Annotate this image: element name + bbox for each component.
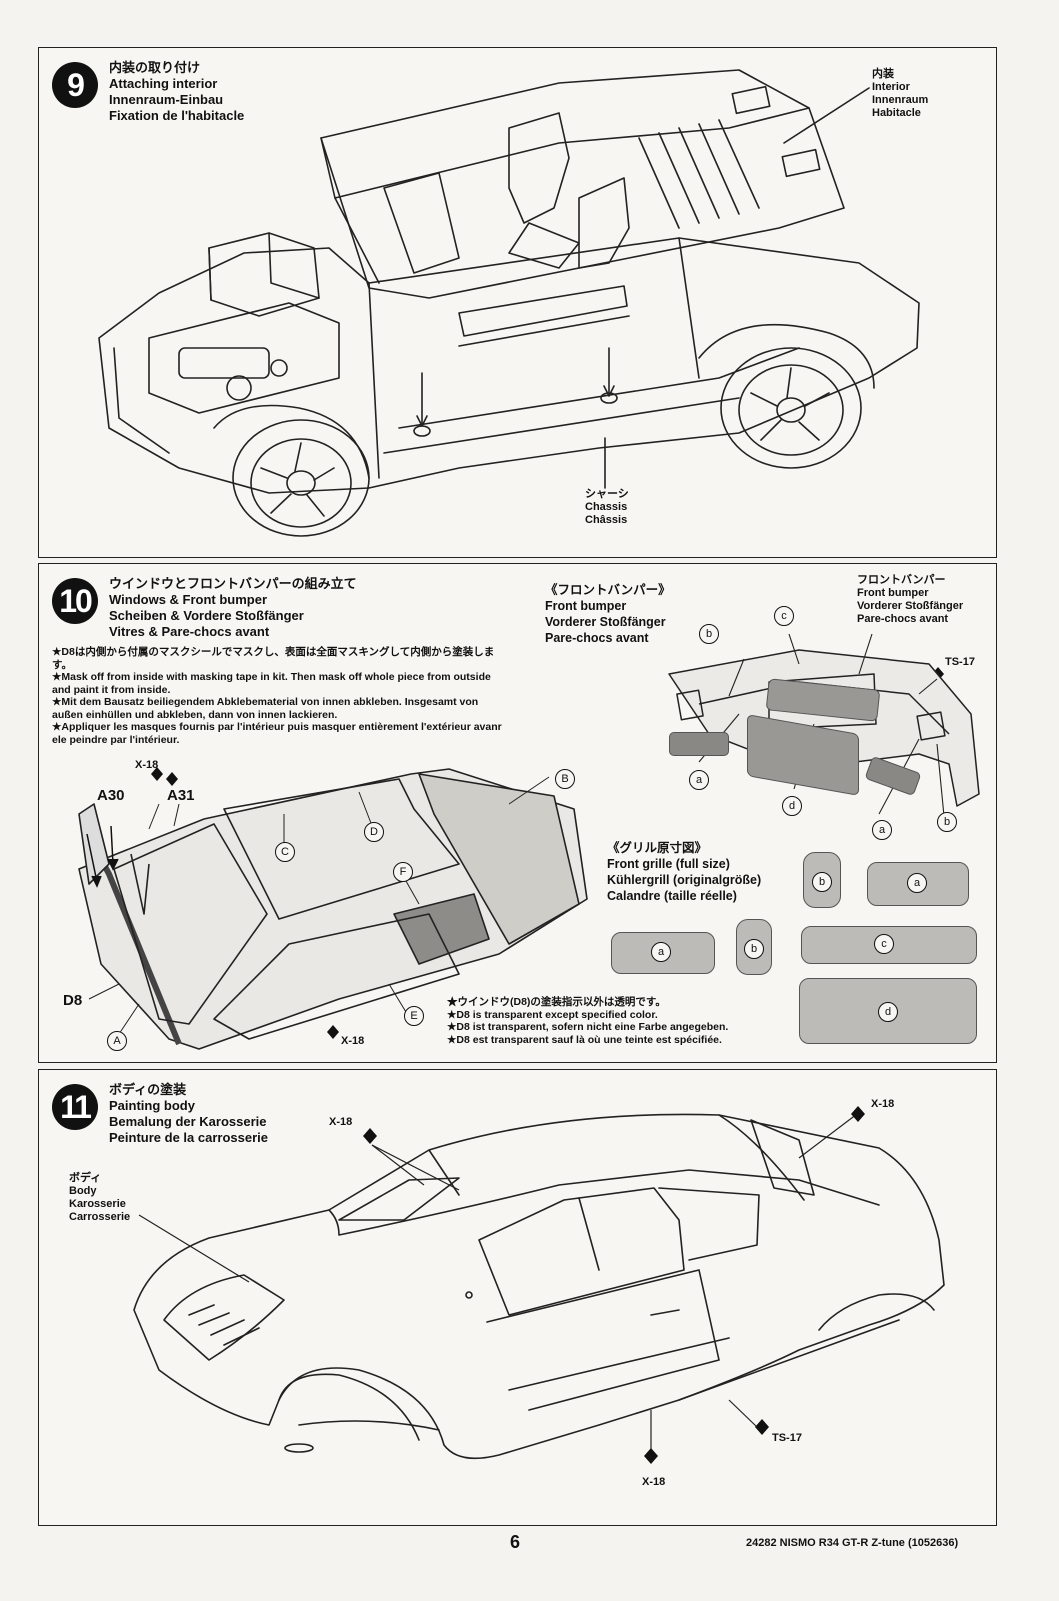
paint-x18-bottom-label: X-18: [341, 1035, 365, 1047]
mask-callout-b-right: b: [937, 812, 957, 832]
part-callout-f-window: F: [393, 862, 413, 882]
front-bumper-label: フロントバンパー Front bumper Vorderer Stoßfänge…: [857, 574, 964, 625]
grille-template-c-letter: c: [874, 934, 894, 954]
interior-label: 内装 Interior Innenraum Habitacle: [872, 68, 929, 119]
mask-callout-d-bumper: d: [782, 796, 802, 816]
bumper-mask-a-left: [669, 732, 729, 756]
mask-callout-a-right: a: [872, 820, 892, 840]
step-10-number: 10: [52, 578, 98, 624]
paint-x18-top-label: X-18: [135, 759, 159, 771]
product-code: 24282 NISMO R34 GT-R Z-tune (1052636): [746, 1537, 959, 1549]
mask-callout-a-left: a: [689, 770, 709, 790]
part-a31-label: A31: [167, 787, 195, 804]
grille-template-a-bottom-letter: a: [651, 942, 671, 962]
grille-template-a-top: [867, 862, 969, 906]
step-11-number: 11: [52, 1084, 98, 1130]
car-body-illustration: [133, 1106, 945, 1464]
step-9-number: 9: [52, 62, 98, 108]
grille-heading: 《グリル原寸図》 Front grille (full size) Kühler…: [607, 841, 762, 903]
window-transparency-note: ★ウインドウ(D8)の塗装指示以外は透明です。 ★D8 is transpare…: [447, 996, 729, 1046]
page-number: 6: [510, 1532, 521, 1552]
grille-template-b-top-letter: b: [812, 872, 832, 892]
step-11-panel: 11 ボディの塗装 Painting body Bemalung der Kar…: [38, 1069, 997, 1526]
grille-template-d-letter: d: [878, 1002, 898, 1022]
step-10-panel: 10 ウインドウとフロントバンパーの組み立て Windows & Front b…: [38, 563, 997, 1063]
chassis-interior-illustration: [98, 69, 920, 537]
part-callout-c-window: C: [275, 842, 295, 862]
masking-instructions: ★D8は内側から付属のマスクシールでマスクし、表面は全面マスキングして内側から塗…: [52, 646, 502, 746]
part-a30-label: A30: [97, 787, 125, 804]
chassis-label: シャーシ Chassis Châssis: [585, 488, 629, 526]
part-callout-e-window: E: [404, 1006, 424, 1026]
step-11-title: ボディの塗装 Painting body Bemalung der Kaross…: [109, 1082, 268, 1145]
paint-x18-roof-label: X-18: [871, 1098, 895, 1110]
part-callout-a-window: A: [107, 1031, 127, 1051]
mask-callout-b-top: b: [699, 624, 719, 644]
body-label: ボディ Body Karosserie Carrosserie: [69, 1172, 131, 1223]
paint-x18-bottom-label: X-18: [642, 1476, 666, 1488]
grille-template-a-top-letter: a: [907, 873, 927, 893]
part-d8-label: D8: [63, 992, 83, 1009]
step-9-panel: 9 内装の取り付け Attaching interior Innenraum-E…: [38, 47, 997, 558]
paint-x18-hood-label: X-18: [329, 1116, 353, 1128]
step-9-title: 内装の取り付け Attaching interior Innenraum-Ein…: [109, 60, 245, 123]
paint-ts17-bumper-label: TS-17: [945, 656, 975, 668]
part-callout-d-window: D: [364, 822, 384, 842]
grille-template-b-bottom-letter: b: [744, 939, 764, 959]
part-callout-b-window: B: [555, 769, 575, 789]
front-bumper-heading: 《フロントバンパー》 Front bumper Vorderer Stoßfän…: [545, 583, 671, 645]
step-10-title: ウインドウとフロントバンパーの組み立て Windows & Front bump…: [109, 576, 357, 639]
mask-callout-c-top: c: [774, 606, 794, 626]
paint-ts17-side-label: TS-17: [772, 1432, 802, 1444]
grille-template-d: [799, 978, 977, 1044]
